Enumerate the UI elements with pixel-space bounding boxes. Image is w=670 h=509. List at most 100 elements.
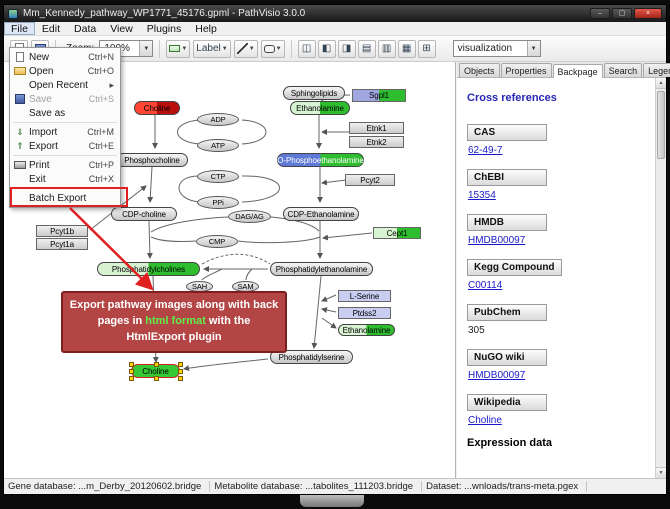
pathway-node-pcyt1a-19[interactable]: Pcyt1a <box>36 238 88 250</box>
annotation-text-after: with the HtmlExport plugin <box>126 314 251 343</box>
maximize-button[interactable]: ▢ <box>612 8 632 19</box>
selection-handle[interactable] <box>153 376 159 381</box>
node-label: CDP-Ethanolamine <box>287 209 355 219</box>
menu-item-shortcut: Ctrl+N <box>88 52 114 62</box>
scroll-down-icon[interactable]: ▼ <box>656 467 666 478</box>
pathway-node-o-phosphoethanolamine-9[interactable]: O-Phosphoethanolamine <box>277 153 364 167</box>
pathway-node-ptdss2-25[interactable]: Ptdss2 <box>338 307 391 319</box>
blank-icon <box>13 80 27 91</box>
pathway-node-choline-28[interactable]: Choline <box>129 362 183 381</box>
align-right-button[interactable]: ◨ <box>337 39 356 58</box>
pathway-node-phosphatidylserine-27[interactable]: Phosphatidylserine <box>270 350 353 364</box>
selection-handle[interactable] <box>153 362 159 367</box>
expression-data-heading: Expression data <box>467 437 552 449</box>
tab-search[interactable]: Search <box>603 63 643 77</box>
align-top-button[interactable]: ▤ <box>357 39 376 58</box>
pathway-node-choline-2[interactable]: Choline <box>134 101 180 115</box>
pathway-node-ctp-10[interactable]: CTP <box>197 170 239 183</box>
line-icon <box>236 43 248 54</box>
datanode-tool-button[interactable]: ▼ <box>166 39 191 58</box>
backpage-section-header: ChEBI <box>467 169 547 186</box>
pathway-node-phosphatidylethanolamine-21[interactable]: Phosphatidylethanolamine <box>270 262 373 276</box>
menubar-item-data[interactable]: Data <box>74 23 97 35</box>
pathway-node-sgpl1-1[interactable]: Sgpl1 <box>352 89 406 102</box>
tab-objects[interactable]: Objects <box>459 63 500 77</box>
window-title: Mm_Kennedy_pathway_WP1771_45176.gpml - P… <box>23 8 306 19</box>
pathway-node-phosphatidylcholines-20[interactable]: Phosphatidylcholines <box>97 262 200 276</box>
pathway-node-phosphocholine-8[interactable]: Phosphocholine <box>116 153 188 167</box>
selection-handle[interactable] <box>129 369 134 374</box>
pathway-node-pcyt2-12[interactable]: Pcyt2 <box>345 174 395 186</box>
panel-scrollbar[interactable]: ▲ ▼ <box>655 78 666 478</box>
backpage-link[interactable]: 62-49-7 <box>468 145 503 156</box>
selection-handle[interactable] <box>129 376 134 381</box>
selection-handle[interactable] <box>129 362 134 367</box>
pathway-node-cdp-ethanolamine-15[interactable]: CDP-Ethanolamine <box>283 207 359 221</box>
selection-handle[interactable] <box>178 369 183 374</box>
menubar-item-view[interactable]: View <box>110 23 133 35</box>
visualization-dropdown-icon[interactable]: ▼ <box>526 41 540 56</box>
visualization-select[interactable]: visualization ▼ <box>452 40 541 57</box>
backpage-link[interactable]: 15354 <box>468 190 496 201</box>
pathway-node-ethanolamine-3[interactable]: Ethanolamine <box>290 101 350 115</box>
align-center-horizontal-button[interactable]: ◫ <box>297 39 316 58</box>
toolbar-separator <box>159 39 161 58</box>
pathway-node-atp-5[interactable]: ATP <box>197 139 239 152</box>
stack-objects-button[interactable]: ⊞ <box>417 39 436 58</box>
pathway-node-cdp-choline-13[interactable]: CDP-choline <box>111 207 177 221</box>
distribute-horizontal-button[interactable]: ▦ <box>397 39 416 58</box>
file-menu-item-open-recent[interactable]: Open Recent▸ <box>10 78 120 92</box>
backpage-link[interactable]: C00114 <box>468 280 503 291</box>
selection-handle[interactable] <box>178 376 183 381</box>
pathway-node-cmp-16[interactable]: CMP <box>196 235 238 248</box>
zoom-dropdown-icon[interactable]: ▼ <box>139 41 153 56</box>
pathway-node-sphingolipids-0[interactable]: Sphingolipids <box>283 86 345 100</box>
menubar-item-plugins[interactable]: Plugins <box>146 23 182 35</box>
tab-properties[interactable]: Properties <box>500 63 552 77</box>
shape-tool-button[interactable]: ▼ <box>260 39 285 58</box>
menu-item-label: Save <box>29 93 52 105</box>
pathway-node-pcyt1b-18[interactable]: Pcyt1b <box>36 225 88 237</box>
distribute-horizontal-icon: ▦ <box>401 43 412 54</box>
scroll-up-icon[interactable]: ▲ <box>656 78 666 89</box>
distribute-vertical-button[interactable]: ▥ <box>377 39 396 58</box>
label-tool-button[interactable]: Label▼ <box>193 39 231 58</box>
pathway-node-l-serine-24[interactable]: L-Serine <box>338 290 391 302</box>
node-label: Ethanolamine <box>296 103 344 113</box>
pathway-node-ethanolamine-26[interactable]: Ethanolamine <box>338 324 395 336</box>
selection-handle[interactable] <box>178 362 183 367</box>
backpage-link[interactable]: HMDB00097 <box>468 370 526 381</box>
pathway-node-cept1-17[interactable]: Cept1 <box>373 227 421 239</box>
file-menu-item-batch-export[interactable]: Batch Export <box>10 191 120 205</box>
menubar-item-edit[interactable]: Edit <box>41 23 61 35</box>
close-button[interactable]: × <box>634 8 662 19</box>
menubar-item-file[interactable]: File <box>4 22 35 35</box>
pathway-node-ppi-11[interactable]: PPi <box>197 196 239 209</box>
scrollbar-thumb[interactable] <box>657 91 665 159</box>
pathway-node-adp-4[interactable]: ADP <box>197 113 239 126</box>
align-left-button[interactable]: ◧ <box>317 39 336 58</box>
pathway-node-dag-ag-14[interactable]: DAG/AG <box>228 210 271 223</box>
backpage-link[interactable]: Choline <box>468 415 502 426</box>
file-menu-item-save-as[interactable]: Save as <box>10 106 120 120</box>
line-tool-button[interactable]: ▼ <box>233 39 258 58</box>
tab-backpage[interactable]: Backpage <box>552 64 603 78</box>
menubar-item-help[interactable]: Help <box>195 23 217 35</box>
tab-legend[interactable]: Legend <box>643 63 670 77</box>
backpage-section-header: HMDB <box>467 214 547 231</box>
minimize-button[interactable]: – <box>590 8 610 19</box>
backpage-link[interactable]: HMDB00097 <box>468 235 526 246</box>
node-label: Etnk1 <box>366 123 387 133</box>
pathway-node-etnk1-6[interactable]: Etnk1 <box>349 122 404 134</box>
node-label: Etnk2 <box>366 137 387 147</box>
pathway-node-etnk2-7[interactable]: Etnk2 <box>349 136 404 148</box>
